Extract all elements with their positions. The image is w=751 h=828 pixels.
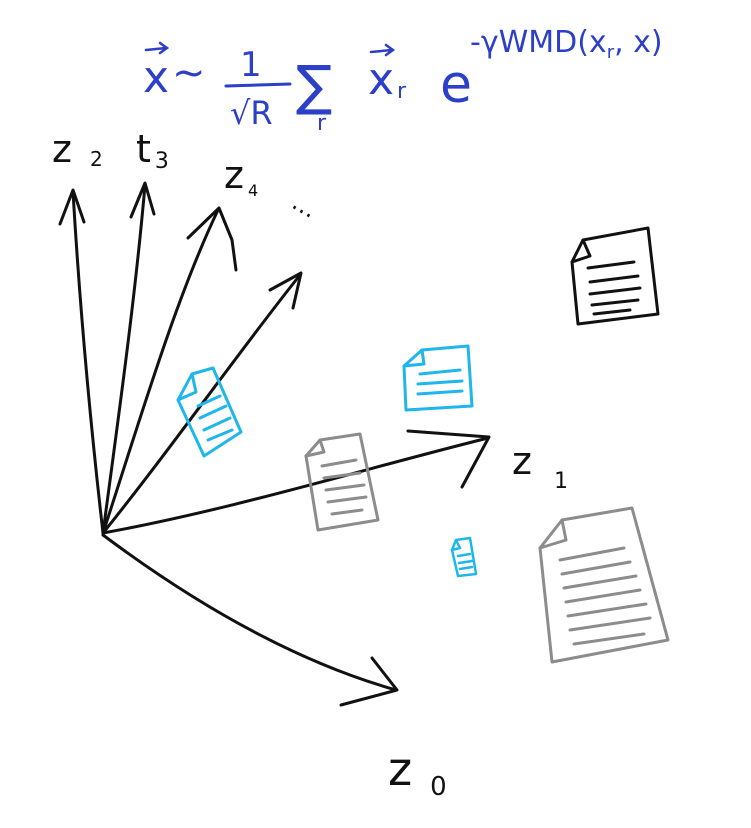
axis-z0	[101, 533, 398, 692]
document-icon-cyan-mid	[402, 344, 474, 412]
formula-exponent-main: -γWMD(x	[470, 25, 607, 60]
formula-frac-num: 1	[240, 45, 262, 85]
document-icon-cyan-small	[450, 536, 478, 578]
vector-arrow-icon	[369, 43, 396, 57]
formula-term: x	[368, 54, 394, 105]
formula-exponent-sub: r	[607, 42, 615, 63]
formula: x ~ 1 √R ∑ r x r e -γWMD(xr, x)	[143, 25, 663, 136]
formula-exponent-tail: , x)	[614, 25, 663, 60]
axes	[58, 181, 491, 707]
label-z0-sub: 0	[430, 772, 447, 802]
label-z1-name: z	[512, 439, 532, 483]
arrowhead-z4	[186, 206, 238, 272]
axis-diagonal	[101, 273, 302, 535]
label-z0-name: z	[388, 742, 412, 796]
formula-frac-den: √R	[230, 94, 273, 132]
fraction-bar	[224, 82, 292, 88]
label-z4-name: z	[224, 153, 244, 197]
label-ellipsis: ⋯	[284, 193, 319, 229]
formula-sum-symbol: ∑	[296, 54, 332, 117]
formula-term-sub: r	[397, 79, 407, 104]
formula-sim: ~	[172, 50, 206, 96]
label-z2-sub: 2	[90, 147, 103, 171]
axis-z4	[101, 208, 220, 535]
arrowhead-diagonal	[268, 271, 303, 310]
axis-z3	[101, 183, 147, 535]
document-icon-black	[570, 226, 660, 326]
label-z3-name: t	[136, 127, 151, 171]
formula-sum-index: r	[317, 111, 327, 136]
label-z2-name: z	[52, 127, 72, 171]
formula-exp-base: e	[440, 55, 472, 115]
document-icon-cyan-tilted	[176, 366, 243, 458]
arrowhead-z1	[406, 429, 491, 489]
label-z3-sub: 3	[155, 149, 169, 174]
axis-z2	[71, 190, 105, 535]
arrowhead-z2	[58, 188, 86, 226]
formula-lhs: x	[143, 52, 169, 103]
formula-exponent: -γWMD(xr, x)	[470, 25, 663, 63]
document-icon-gray-large	[538, 506, 670, 664]
arrowhead-z0	[339, 656, 399, 707]
vector-arrow-icon	[144, 41, 170, 55]
label-z1-sub: 1	[554, 469, 568, 494]
axis-z1	[101, 436, 490, 535]
arrowhead-z3	[129, 181, 156, 219]
label-z4-sub: 4	[248, 181, 258, 200]
document-icon-gray-mid	[304, 432, 380, 532]
